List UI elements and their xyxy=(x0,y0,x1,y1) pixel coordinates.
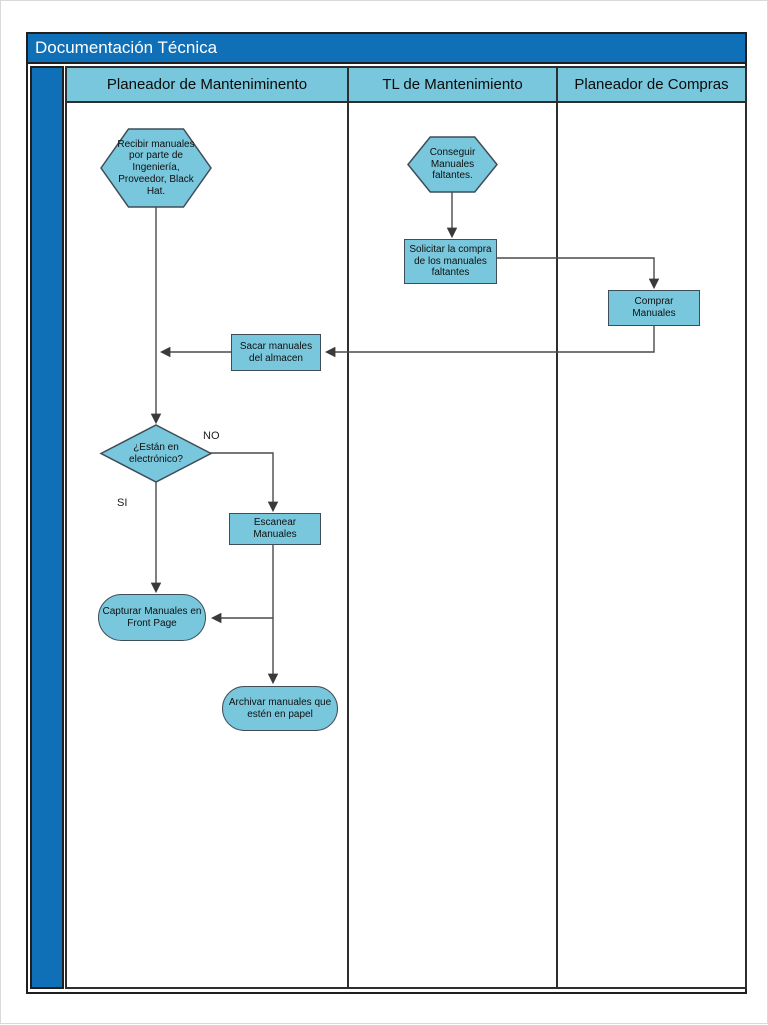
diamond-shape-icon xyxy=(101,425,211,482)
node-comprar-manuales: Comprar Manuales xyxy=(608,290,700,326)
node-label: Escanear Manuales xyxy=(253,517,297,540)
lane-planeador-compras: Planeador de Compras xyxy=(556,66,747,989)
hexagon-shape-icon xyxy=(408,137,497,192)
edge-label-no: NO xyxy=(203,430,220,442)
left-accent-strip xyxy=(30,66,64,989)
node-label: Recibir manuales por parte de Ingeniería… xyxy=(117,138,195,197)
node-label: Solicitar la compra de los manuales falt… xyxy=(409,243,492,279)
lane-header: Planeador de Compras xyxy=(558,68,745,103)
lane-header-label: TL de Mantenimiento xyxy=(382,76,523,93)
edge-decision-no-to-escanear xyxy=(210,452,279,513)
title-bar: Documentación Técnica xyxy=(26,32,747,64)
lane-header-label: Planeador de Manteniminento xyxy=(106,76,308,93)
edge-comprar-to-sacar xyxy=(324,326,655,358)
node-label: ¿Están en electrónico? xyxy=(129,441,183,465)
node-decision-electronico: ¿Están en electrónico? xyxy=(101,425,211,482)
diagram-title: Documentación Técnica xyxy=(35,38,218,57)
edge-solicitar-to-comprar xyxy=(497,257,660,290)
node-archivar-manuales: Archivar manuales que estén en papel xyxy=(222,686,338,731)
node-recibir-manuales: Recibir manuales por parte de Ingeniería… xyxy=(101,129,211,207)
node-label: Comprar Manuales xyxy=(632,296,676,319)
node-label: Conseguir Manuales faltantes. xyxy=(429,146,476,182)
node-conseguir-manuales: Conseguir Manuales faltantes. xyxy=(408,137,497,192)
node-label: Sacar manuales del almacen xyxy=(239,340,313,364)
node-escanear-manuales: Escanear Manuales xyxy=(229,513,321,545)
hexagon-shape-icon xyxy=(101,129,211,207)
node-label: Archivar manuales que estén en papel xyxy=(228,696,332,720)
edge-label-si: SI xyxy=(117,497,128,509)
lane-header: Planeador de Manteniminento xyxy=(67,68,347,103)
node-label: Capturar Manuales en Front Page xyxy=(102,605,202,629)
node-capturar-manuales: Capturar Manuales en Front Page xyxy=(98,594,206,641)
lane-header-label: Planeador de Compras xyxy=(574,76,729,93)
node-sacar-manuales: Sacar manuales del almacen xyxy=(231,334,321,371)
node-solicitar-compra: Solicitar la compra de los manuales falt… xyxy=(404,239,497,284)
lane-header: TL de Mantenimiento xyxy=(349,68,556,103)
